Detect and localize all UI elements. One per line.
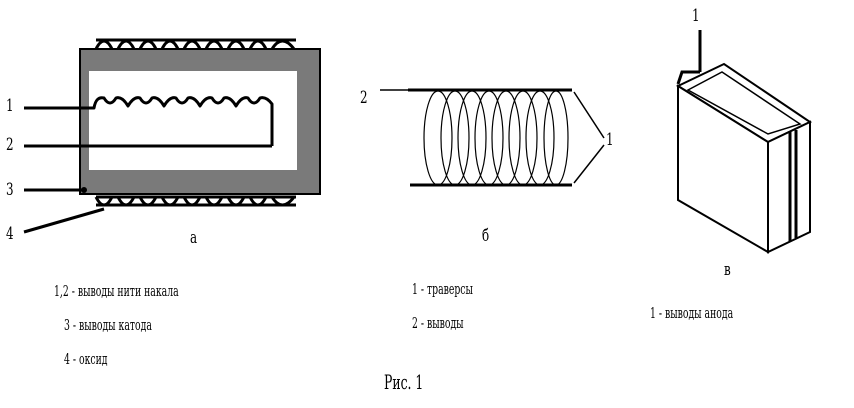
- anode-diagram: [675, 30, 813, 254]
- callout-1-c: 1: [692, 6, 700, 26]
- legend-c-line-1: 1 - выводы анода: [650, 304, 734, 322]
- callout-1-b: 1: [606, 130, 614, 150]
- figure-a-letter: а: [190, 228, 198, 248]
- callout-4-a: 4: [6, 224, 14, 244]
- figure-b-letter: б: [482, 226, 490, 246]
- cathode-diagram: [23, 38, 321, 234]
- legend-b-line-2: 2 - выводы: [412, 314, 464, 332]
- callout-2-b: 2: [360, 88, 368, 108]
- grid-diagram: [380, 88, 605, 187]
- legend-a-line-2: 3 - выводы катода: [64, 316, 152, 334]
- legend-a-line-1: 1,2 - выводы нити накала: [54, 282, 179, 300]
- legend-b-line-1: 1 - траверсы: [412, 280, 473, 298]
- oxide-leader: [23, 207, 105, 234]
- anode-lead-bend: [676, 70, 700, 85]
- cathode-cavity: [89, 71, 297, 170]
- cathode-joint: [81, 187, 87, 193]
- traverse-callout-bottom: [573, 144, 605, 184]
- figure-c-letter: в: [724, 260, 731, 280]
- callout-3-a: 3: [6, 180, 14, 200]
- heater-filament: [24, 96, 274, 148]
- top-coil: [94, 38, 296, 50]
- traverse-callout-top: [573, 91, 605, 139]
- bottom-coil: [94, 195, 296, 207]
- callout-2-a: 2: [6, 135, 14, 155]
- grid-turns: [423, 90, 569, 186]
- legend-a-line-3: 4 - оксид: [64, 350, 108, 368]
- figure-caption: Рис. 1: [384, 370, 424, 394]
- anode-inner-face: [686, 71, 802, 135]
- callout-1-a: 1: [6, 96, 14, 116]
